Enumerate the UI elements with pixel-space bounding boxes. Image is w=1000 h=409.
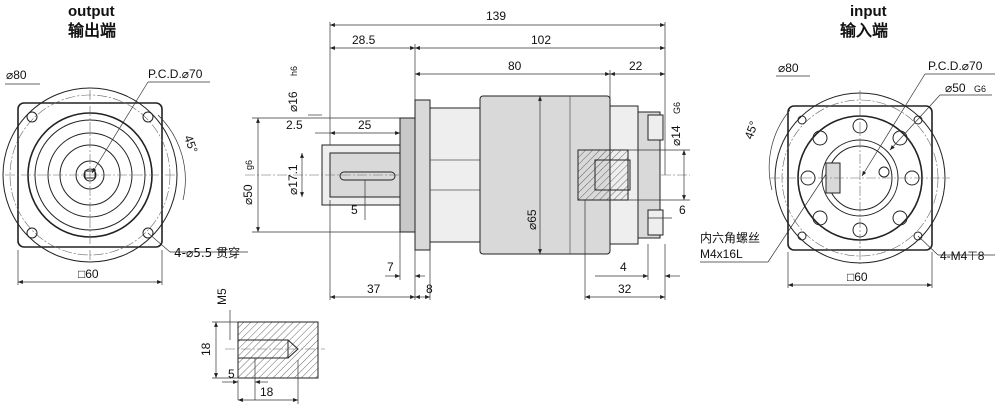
- dim-28-5: 28.5: [352, 33, 376, 47]
- dim-dia50: ⌀50: [241, 184, 255, 205]
- input-dia-outer: ⌀80: [778, 61, 799, 75]
- input-pilot: ⌀50: [945, 81, 966, 95]
- screw-label-cn: 内六角螺丝: [700, 231, 760, 245]
- output-view: output 输出端 ⌀80 P.C.D.⌀70 45°: [2, 3, 248, 285]
- input-title-cn: 输入端: [840, 21, 888, 40]
- dim-dia50-tol: g6: [244, 160, 254, 170]
- dim-dia65: ⌀65: [525, 209, 539, 230]
- output-holes: 4-⌀5.5 贯穿: [174, 245, 240, 260]
- dim-32: 32: [618, 282, 632, 296]
- dim-7: 7: [387, 260, 394, 274]
- dim-dia16-tol: h6: [289, 66, 299, 76]
- input-view: input 输入端 ⌀80 P.C.D.⌀70: [742, 3, 995, 288]
- dim-dia16: ⌀16: [286, 91, 300, 112]
- dim-dia14-tol: G6: [672, 102, 682, 114]
- screw-label: M4x16L: [700, 247, 743, 261]
- output-title: output: [68, 3, 115, 20]
- dim-4: 4: [620, 260, 627, 274]
- input-square: □60: [847, 270, 868, 284]
- output-square: □60: [78, 267, 99, 281]
- output-dia-outer: ⌀80: [6, 68, 27, 82]
- output-pcd: P.C.D.⌀70: [148, 67, 203, 81]
- input-pilot-tol: G6: [974, 84, 986, 94]
- output-angle: 45°: [181, 133, 200, 155]
- dim-2-5: 2.5: [286, 118, 303, 132]
- dim-37: 37: [367, 282, 381, 296]
- side-view: 139 28.5 102 80 22 25 2.5 5 ⌀16 h6 ⌀50 g…: [241, 9, 831, 300]
- dim-dia17: ⌀17.1: [286, 164, 300, 195]
- input-holes: 4-M4⊤8: [940, 249, 985, 263]
- detail-view: M5 18 5 18: [199, 288, 325, 404]
- dim-25: 25: [358, 118, 372, 132]
- dim-total: 139: [486, 9, 506, 23]
- input-title: input: [850, 3, 887, 20]
- input-angle: 45°: [742, 119, 761, 141]
- dim-6: 6: [679, 203, 686, 217]
- detail-18h: 18: [260, 385, 274, 399]
- dim-dia14: ⌀14: [669, 125, 683, 146]
- dim-8: 8: [426, 282, 433, 296]
- detail-18v: 18: [199, 342, 213, 356]
- dim-102: 102: [531, 33, 551, 47]
- output-title-cn: 输出端: [68, 21, 116, 40]
- detail-thread: M5: [215, 288, 229, 305]
- input-pcd: P.C.D.⌀70: [928, 59, 983, 73]
- dim-80: 80: [508, 59, 522, 73]
- dim-22: 22: [629, 59, 643, 73]
- dim-5: 5: [351, 203, 358, 217]
- detail-5: 5: [228, 367, 235, 381]
